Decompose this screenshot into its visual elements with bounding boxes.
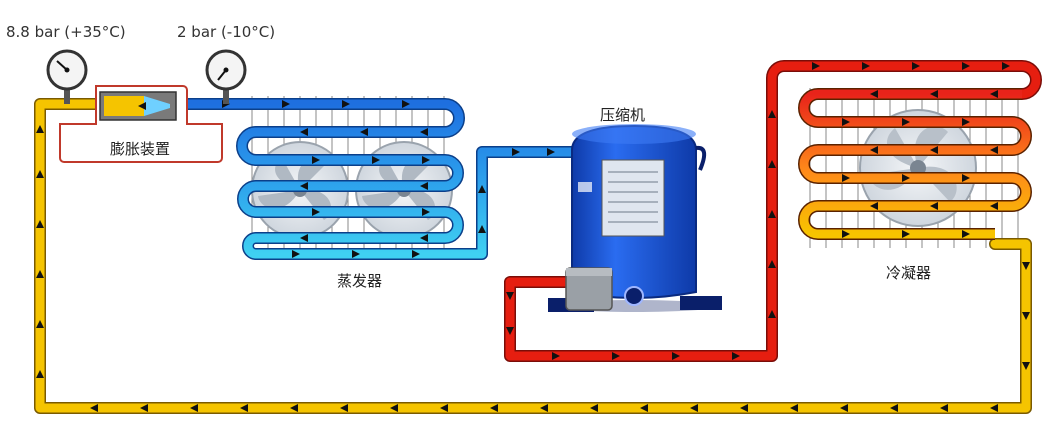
liquid-line-pipe: [34, 98, 1032, 414]
expansion-device-label: 膨胀装置: [110, 140, 171, 158]
flow-arrow-icon: [222, 100, 555, 258]
evaporator-label: 蒸发器: [337, 272, 383, 290]
low-pressure-label: 2 bar (-10°C): [177, 23, 276, 41]
condenser-coil-pipe: [798, 88, 1032, 240]
flow-arrow-icon: [842, 90, 998, 238]
evaporator-coil-pipe: [185, 98, 572, 260]
high-pressure-label: 8.8 bar (+35°C): [6, 23, 126, 41]
discharge-line-pipe: [504, 60, 1042, 362]
flow-arrow-icon: [506, 62, 1010, 360]
condenser-fan-icon: [859, 109, 977, 227]
high-pressure-gauge-icon: [46, 49, 88, 104]
flow-arrow-icon: [36, 125, 1030, 412]
low-pressure-gauge-icon: [205, 49, 247, 104]
expansion-device: [59, 85, 223, 163]
compressor-icon: [548, 124, 722, 312]
condenser-label: 冷凝器: [886, 264, 932, 282]
flow-arrows: [36, 62, 1030, 412]
compressor-label: 压缩机: [600, 106, 646, 124]
